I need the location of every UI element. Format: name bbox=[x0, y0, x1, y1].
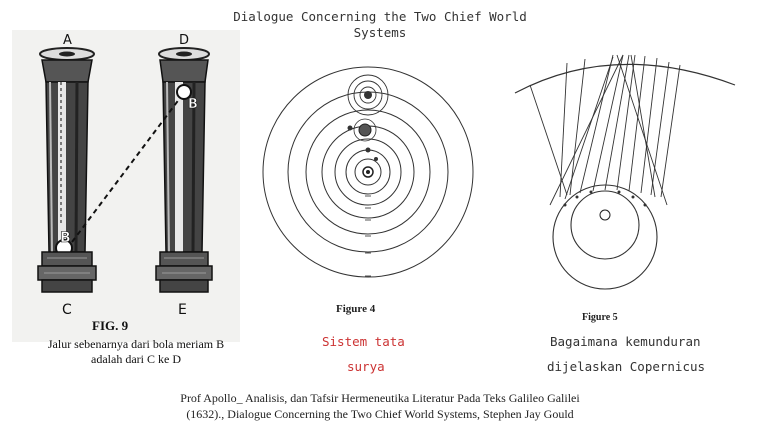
letter-a: A bbox=[63, 33, 72, 48]
figure-4-caption-line-1: Sistem tata bbox=[322, 334, 405, 349]
figure-5-caption-line-1: Bagaimana kemunduran bbox=[550, 334, 701, 349]
figure-5-label: Figure 5 bbox=[582, 312, 618, 323]
citation-line-2: (1632)., Dialogue Concerning the Two Chi… bbox=[186, 407, 574, 421]
letter-b-right: B bbox=[188, 97, 198, 112]
figure-9-caption: Jalur sebenarnya dari bola meriam B adal… bbox=[10, 337, 262, 367]
letter-e: E bbox=[178, 302, 187, 318]
figure-5-retrograde-diagram bbox=[514, 54, 736, 290]
letter-b-left: B bbox=[60, 230, 71, 246]
figure-9-tower-illustration: A B C D B E bbox=[37, 33, 213, 318]
figure-4-solar-system-diagram bbox=[262, 66, 474, 278]
title-line-2: Systems bbox=[353, 25, 407, 40]
page-title: Dialogue Concerning the Two Chief World … bbox=[180, 9, 580, 41]
left-tower bbox=[37, 47, 97, 293]
figure-9-label: FIG. 9 bbox=[92, 318, 129, 333]
figure-9-caption-line-1: Jalur sebenarnya dari bola meriam B bbox=[47, 337, 225, 351]
citation: Prof Apollo_ Analisis, dan Tafsir Hermen… bbox=[90, 390, 670, 422]
letter-d: D bbox=[179, 33, 189, 48]
title-line-1: Dialogue Concerning the Two Chief World bbox=[233, 9, 527, 24]
figure-4-caption-line-2: surya bbox=[347, 359, 385, 374]
citation-line-1: Prof Apollo_ Analisis, dan Tafsir Hermen… bbox=[180, 391, 580, 405]
cannonball-trajectory-line bbox=[71, 97, 181, 243]
figure-4-label: Figure 4 bbox=[336, 303, 376, 315]
figure-5-caption-line-2: dijelaskan Copernicus bbox=[547, 359, 706, 374]
figure-9-caption-line-2: adalah dari C ke D bbox=[91, 352, 181, 366]
letter-c: C bbox=[62, 302, 72, 318]
right-tower bbox=[155, 47, 213, 293]
